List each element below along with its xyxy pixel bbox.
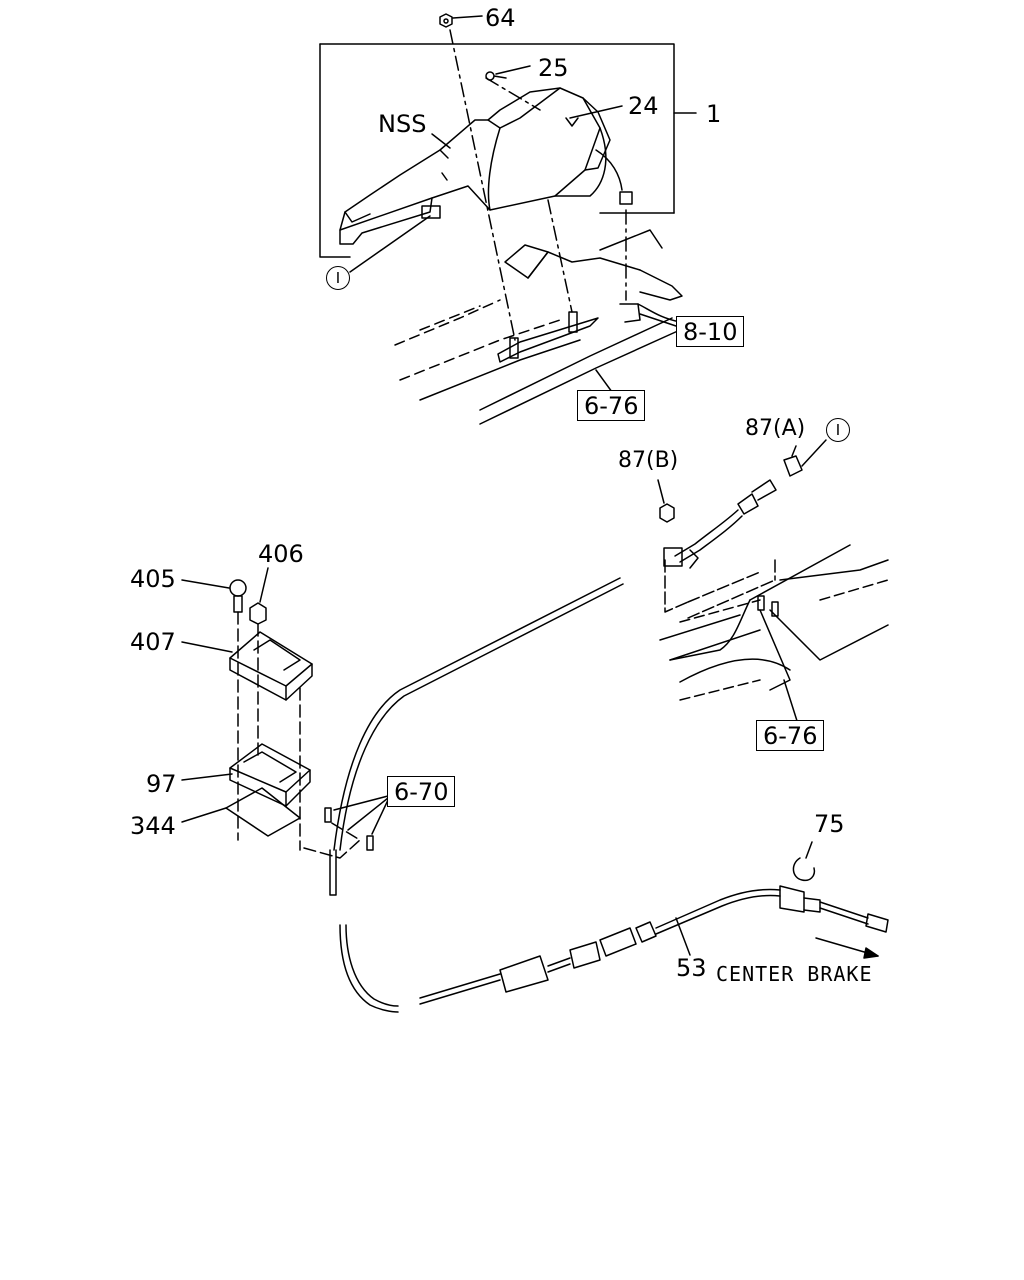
circle-ref-upper: I [326, 266, 350, 290]
center-brake-arrow [815, 937, 879, 959]
label-64: 64 [485, 4, 516, 32]
label-344: 344 [130, 812, 176, 840]
label-24: 24 [628, 92, 659, 120]
screw-25 [485, 71, 507, 81]
ref-box-8-10[interactable]: 8-10 [676, 316, 745, 347]
leaders-670 [324, 795, 389, 851]
brake-cable [329, 577, 889, 1013]
label-97: 97 [146, 770, 177, 798]
nut-64 [439, 13, 453, 28]
plate-407 [181, 631, 313, 701]
label-407: 407 [130, 628, 176, 656]
ref-box-6-76-right[interactable]: 6-76 [756, 720, 825, 751]
label-75: 75 [814, 810, 845, 838]
clip-75 [792, 841, 816, 882]
floor-panel [394, 229, 683, 425]
cable-end-upper [663, 479, 777, 569]
ref-box-6-76-top[interactable]: 6-76 [577, 390, 646, 421]
assembly-guides [449, 29, 627, 341]
label-25: 25 [538, 54, 569, 82]
tunnel-panel [659, 544, 889, 725]
circle-ref-lower: I [826, 418, 850, 442]
label-87b: 87(B) [618, 448, 679, 473]
assembly-guides-lower [237, 611, 361, 859]
console-cover [339, 87, 633, 245]
label-nss: NSS [378, 110, 427, 138]
label-87a: 87(A) [745, 416, 806, 441]
label-1: 1 [706, 100, 722, 128]
cable-bracket [664, 559, 776, 619]
pad-344 [181, 787, 301, 837]
nut-406 [249, 567, 269, 625]
nut-87b [657, 479, 675, 523]
plate-97 [181, 743, 311, 807]
clip-87a [783, 439, 827, 477]
bolt-405 [181, 579, 247, 613]
assembly-frame [319, 43, 697, 258]
leaders-upper [349, 15, 677, 393]
label-406: 406 [258, 540, 304, 568]
label-53: 53 [676, 954, 707, 982]
label-center-brake: CENTER BRAKE [716, 962, 873, 986]
ref-box-6-70[interactable]: 6-70 [387, 776, 456, 807]
leader-53 [675, 917, 691, 956]
label-405: 405 [130, 565, 176, 593]
